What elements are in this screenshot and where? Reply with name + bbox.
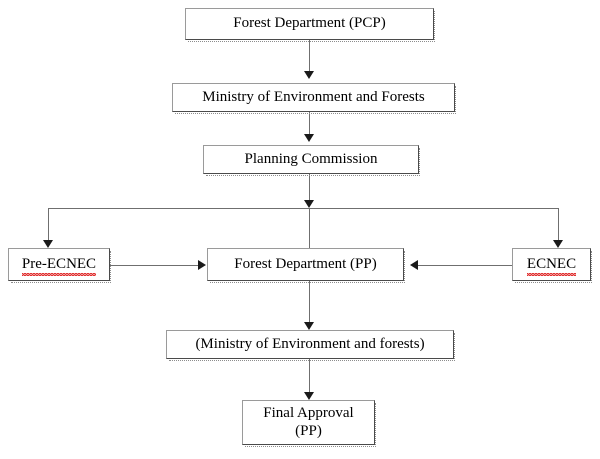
connector-ecnec-to-forest-pp bbox=[418, 265, 512, 266]
connector-bus-to-ecnec bbox=[558, 208, 559, 240]
arrowhead-pcp-to-ministry bbox=[304, 71, 314, 79]
node-ministry-environment-forests[interactable]: Ministry of Environment and Forests bbox=[172, 83, 456, 114]
connector-ministry-to-planning bbox=[309, 112, 310, 134]
node-pre-ecnec[interactable]: Pre-ECNEC bbox=[8, 248, 111, 283]
arrowhead-pre-ecnec-to-forest-pp bbox=[198, 260, 206, 270]
arrowhead-bus-to-pre-ecnec bbox=[43, 240, 53, 248]
node-label: Forest Department (PCP) bbox=[233, 15, 386, 32]
arrowhead-ecnec-to-forest-pp bbox=[410, 260, 418, 270]
node-forest-department-pcp[interactable]: Forest Department (PCP) bbox=[185, 8, 435, 42]
node-label-line1: Final Approval bbox=[263, 405, 354, 422]
node-label: ECNEC bbox=[526, 255, 577, 277]
arrowhead-bus-to-ecnec bbox=[553, 240, 563, 248]
connector-planning-to-bus bbox=[309, 174, 310, 200]
node-ecnec[interactable]: ECNEC bbox=[512, 248, 592, 283]
connector-ministry-review-to-final-approval bbox=[309, 359, 310, 392]
connector-bus-to-forest-pp bbox=[309, 208, 310, 248]
arrowhead-ministry-to-planning bbox=[304, 134, 314, 142]
connector-forest-pp-to-ministry-review bbox=[309, 281, 310, 322]
node-label: Forest Department (PP) bbox=[234, 255, 377, 272]
connector-bus-to-pre-ecnec bbox=[48, 208, 49, 240]
node-ministry-environment-forests-review[interactable]: (Ministry of Environment and forests) bbox=[166, 330, 455, 361]
node-label: Pre-ECNEC bbox=[21, 255, 97, 277]
distributor-bus bbox=[48, 208, 559, 209]
connector-pcp-to-ministry bbox=[309, 40, 310, 71]
node-final-approval[interactable]: Final Approval (PP) bbox=[242, 400, 376, 447]
node-label: Ministry of Environment and Forests bbox=[202, 88, 425, 105]
arrowhead-ministry-review-to-final-approval bbox=[304, 392, 314, 400]
connector-pre-ecnec-to-forest-pp bbox=[110, 265, 200, 266]
node-forest-department-pp[interactable]: Forest Department (PP) bbox=[207, 248, 405, 283]
node-label-line2: (PP) bbox=[295, 422, 322, 439]
node-label: (Ministry of Environment and forests) bbox=[195, 335, 425, 352]
arrowhead-planning-to-bus bbox=[304, 200, 314, 208]
node-label: Planning Commission bbox=[244, 150, 378, 167]
node-planning-commission[interactable]: Planning Commission bbox=[203, 145, 420, 176]
arrowhead-forest-pp-to-ministry-review bbox=[304, 322, 314, 330]
